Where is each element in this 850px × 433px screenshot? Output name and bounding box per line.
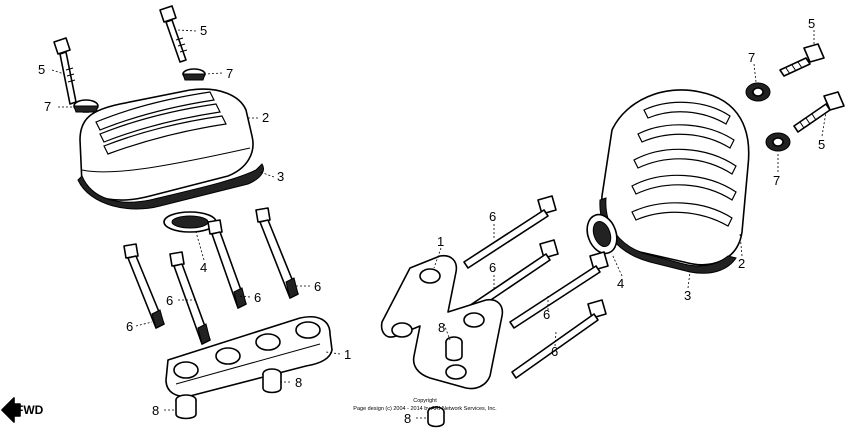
callout-6-left-4: 6 — [314, 279, 321, 294]
callout-1-right: 1 — [437, 234, 444, 249]
callout-4-left: 4 — [200, 260, 207, 275]
head-cover-2-left — [79, 88, 254, 201]
grommet-7-left-a — [73, 99, 99, 113]
grommet-7-left-b — [182, 68, 206, 81]
callout-7-right-a: 7 — [748, 50, 755, 65]
dowel-8-left-1 — [175, 394, 197, 420]
head-cover-2-right — [601, 89, 750, 266]
dowel-8-right-1 — [445, 336, 463, 362]
callout-2-right: 2 — [738, 256, 745, 271]
fwd-label: FWD — [16, 403, 44, 417]
stud-6-left-2 — [169, 251, 211, 345]
callout-1-left: 1 — [344, 347, 351, 362]
callout-8-left-1: 8 — [152, 403, 159, 418]
rocker-holder-1-right — [380, 254, 504, 390]
callout-6-right-2: 6 — [489, 260, 496, 275]
callout-5-right-b: 5 — [818, 137, 825, 152]
callout-6-right-3: 6 — [543, 307, 550, 322]
dowel-8-left-2 — [262, 368, 282, 394]
callout-3-right: 3 — [684, 288, 691, 303]
copyright-notice: Copyright Page design (c) 2004 - 2014 by… — [353, 398, 497, 412]
stud-6-right-3 — [509, 251, 609, 329]
callout-3-left: 3 — [277, 169, 284, 184]
stud-6-right-1 — [463, 195, 557, 269]
stud-6-left-1 — [123, 243, 165, 329]
copyright-line-1: Copyright — [413, 398, 437, 404]
callout-6-left-3: 6 — [254, 290, 261, 305]
gasket-3-left — [77, 163, 264, 210]
callout-7-left-a: 7 — [44, 99, 51, 114]
bolt-5-right-a — [779, 43, 825, 77]
callout-4-right: 4 — [617, 276, 624, 291]
callout-8-left-2: 8 — [295, 375, 302, 390]
bolt-5-right-b — [793, 91, 845, 133]
callout-5-right-a: 5 — [808, 16, 815, 31]
bolt-5-left-b — [159, 5, 188, 63]
stud-6-left-4 — [255, 207, 299, 299]
callout-6-right-1: 6 — [489, 209, 496, 224]
leader-lines — [51, 29, 827, 419]
callout-5-left-a: 5 — [38, 62, 45, 77]
callout-8-right-1: 8 — [438, 320, 445, 335]
copyright-line-2: Page design (c) 2004 - 2014 by ARI Netwo… — [353, 406, 497, 412]
grommet-7-right-a — [745, 82, 771, 102]
grommet-7-right-b — [765, 132, 791, 152]
dowel-8-right-2 — [427, 406, 445, 428]
callout-7-right-b: 7 — [773, 173, 780, 188]
callout-labels: 5 7 5 7 2 3 4 6 6 6 6 1 8 8 1 6 6 6 6 8 … — [38, 16, 825, 426]
fwd-arrow-icon — [1, 397, 21, 423]
callout-6-left-2: 6 — [166, 293, 173, 308]
stud-6-left-3 — [207, 219, 247, 309]
seal-4-left — [163, 211, 217, 233]
callout-6-left-1: 6 — [126, 319, 133, 334]
callout-7-left-b: 7 — [226, 66, 233, 81]
fwd-indicator: FWD — [1, 397, 44, 423]
rocker-holder-1-left — [165, 316, 333, 398]
callout-2-left: 2 — [262, 110, 269, 125]
gasket-3-right — [599, 197, 737, 274]
callout-6-right-4: 6 — [551, 344, 558, 359]
bolt-5-left-a — [53, 37, 77, 105]
seal-4-right — [586, 213, 618, 255]
callout-5-left-b: 5 — [200, 23, 207, 38]
callout-8-right-2: 8 — [404, 411, 411, 426]
